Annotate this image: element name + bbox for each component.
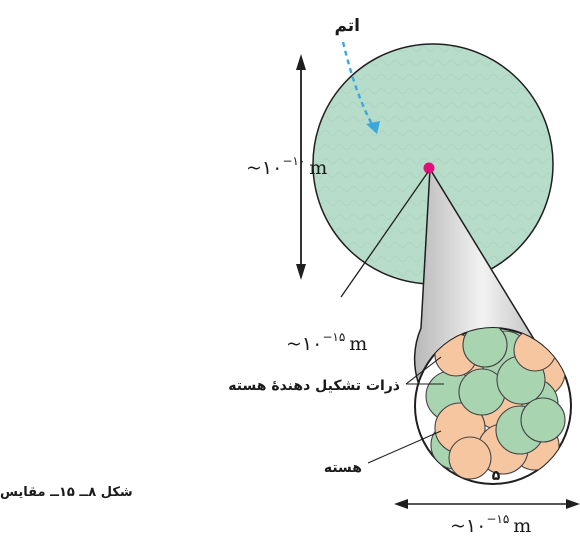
atom-label: اتم bbox=[334, 16, 360, 36]
nucleus-cluster bbox=[425, 328, 566, 480]
nucleus-dot bbox=[423, 162, 435, 174]
proton bbox=[513, 328, 557, 372]
nucleus-label: هسته bbox=[324, 460, 362, 476]
neutron bbox=[520, 397, 566, 443]
proton bbox=[448, 436, 492, 480]
nucleus-number-label: ۵ bbox=[492, 468, 501, 484]
figure-caption: شکل ۸ــ ۱۵ــ مقایس bbox=[0, 485, 133, 500]
nucleus-leader bbox=[367, 430, 442, 464]
nucleus-pointer-line bbox=[340, 171, 429, 298]
neutron bbox=[462, 328, 508, 368]
particle-leader-1 bbox=[405, 356, 442, 385]
atom-size-arrow-bottom bbox=[296, 264, 306, 280]
atom-size-arrow-top bbox=[296, 54, 306, 70]
atom-sphere-texture bbox=[314, 45, 552, 283]
atom-pointer-arrowhead bbox=[366, 121, 380, 134]
atom-pointer-arrow bbox=[341, 41, 375, 127]
nuclear-particles-label: ذرات تشکیل دهندهٔ هسته bbox=[228, 378, 400, 394]
nucleus-size-arrow-left bbox=[394, 499, 408, 509]
nucleus-size-arrow-right bbox=[566, 499, 580, 509]
